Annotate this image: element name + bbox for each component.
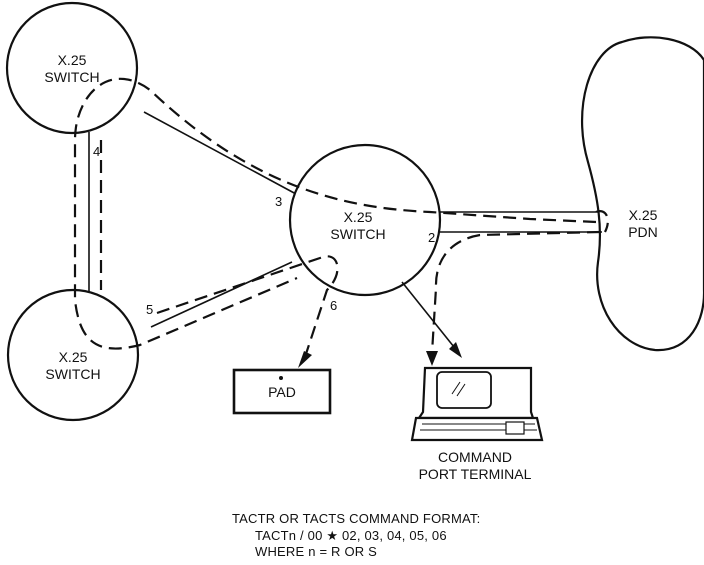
port-label-5: 5 xyxy=(146,302,153,317)
pdn-vc-loop xyxy=(595,210,609,233)
x25-switch-top-left xyxy=(5,1,139,135)
trunk-line-5 xyxy=(150,261,293,328)
command-format-line-1: TACTR OR TACTS COMMAND FORMAT: xyxy=(232,511,480,526)
pad-box xyxy=(232,368,332,415)
pad-indicator xyxy=(279,376,283,380)
arrowhead-terminal xyxy=(449,342,462,358)
pad-label: PAD xyxy=(268,384,296,400)
pdn-label-2: PDN xyxy=(628,224,658,240)
switch-bottom-left-label-2: SWITCH xyxy=(45,366,100,382)
command-format-line-3: WHERE n = R OR S xyxy=(255,544,377,559)
terminal-label-2: PORT TERMINAL xyxy=(419,466,532,482)
pdn-cloud xyxy=(581,36,704,352)
port-label-6: 6 xyxy=(330,298,337,313)
switch-top-left-label-2: SWITCH xyxy=(44,69,99,85)
terminal-link xyxy=(401,281,459,353)
x25-switch-bottom-left xyxy=(6,288,140,422)
arrowhead-pad xyxy=(298,351,312,368)
pdn-label-1: X.25 xyxy=(629,207,658,223)
trunk-line-3 xyxy=(143,111,297,195)
switch-center-label-2: SWITCH xyxy=(330,226,385,242)
x25-switch-center xyxy=(288,143,442,297)
port-label-3: 3 xyxy=(275,194,282,209)
vc-path-to-terminal xyxy=(430,230,601,354)
switch-center-label-1: X.25 xyxy=(344,209,373,225)
switch-top-left-label-1: X.25 xyxy=(58,52,87,68)
port-label-2: 2 xyxy=(428,230,435,245)
vc-path-main xyxy=(73,77,597,350)
port-label-4: 4 xyxy=(93,144,100,159)
switch-bottom-left-label-1: X.25 xyxy=(59,349,88,365)
vc-path-to-pad xyxy=(156,255,339,358)
arrowhead-terminal-dashed xyxy=(426,351,438,366)
command-port-terminal-icon xyxy=(410,366,544,442)
command-format-line-2: TACTn / 00 ★ 02, 03, 04, 05, 06 xyxy=(255,528,447,543)
terminal-label-1: COMMAND xyxy=(438,449,512,465)
